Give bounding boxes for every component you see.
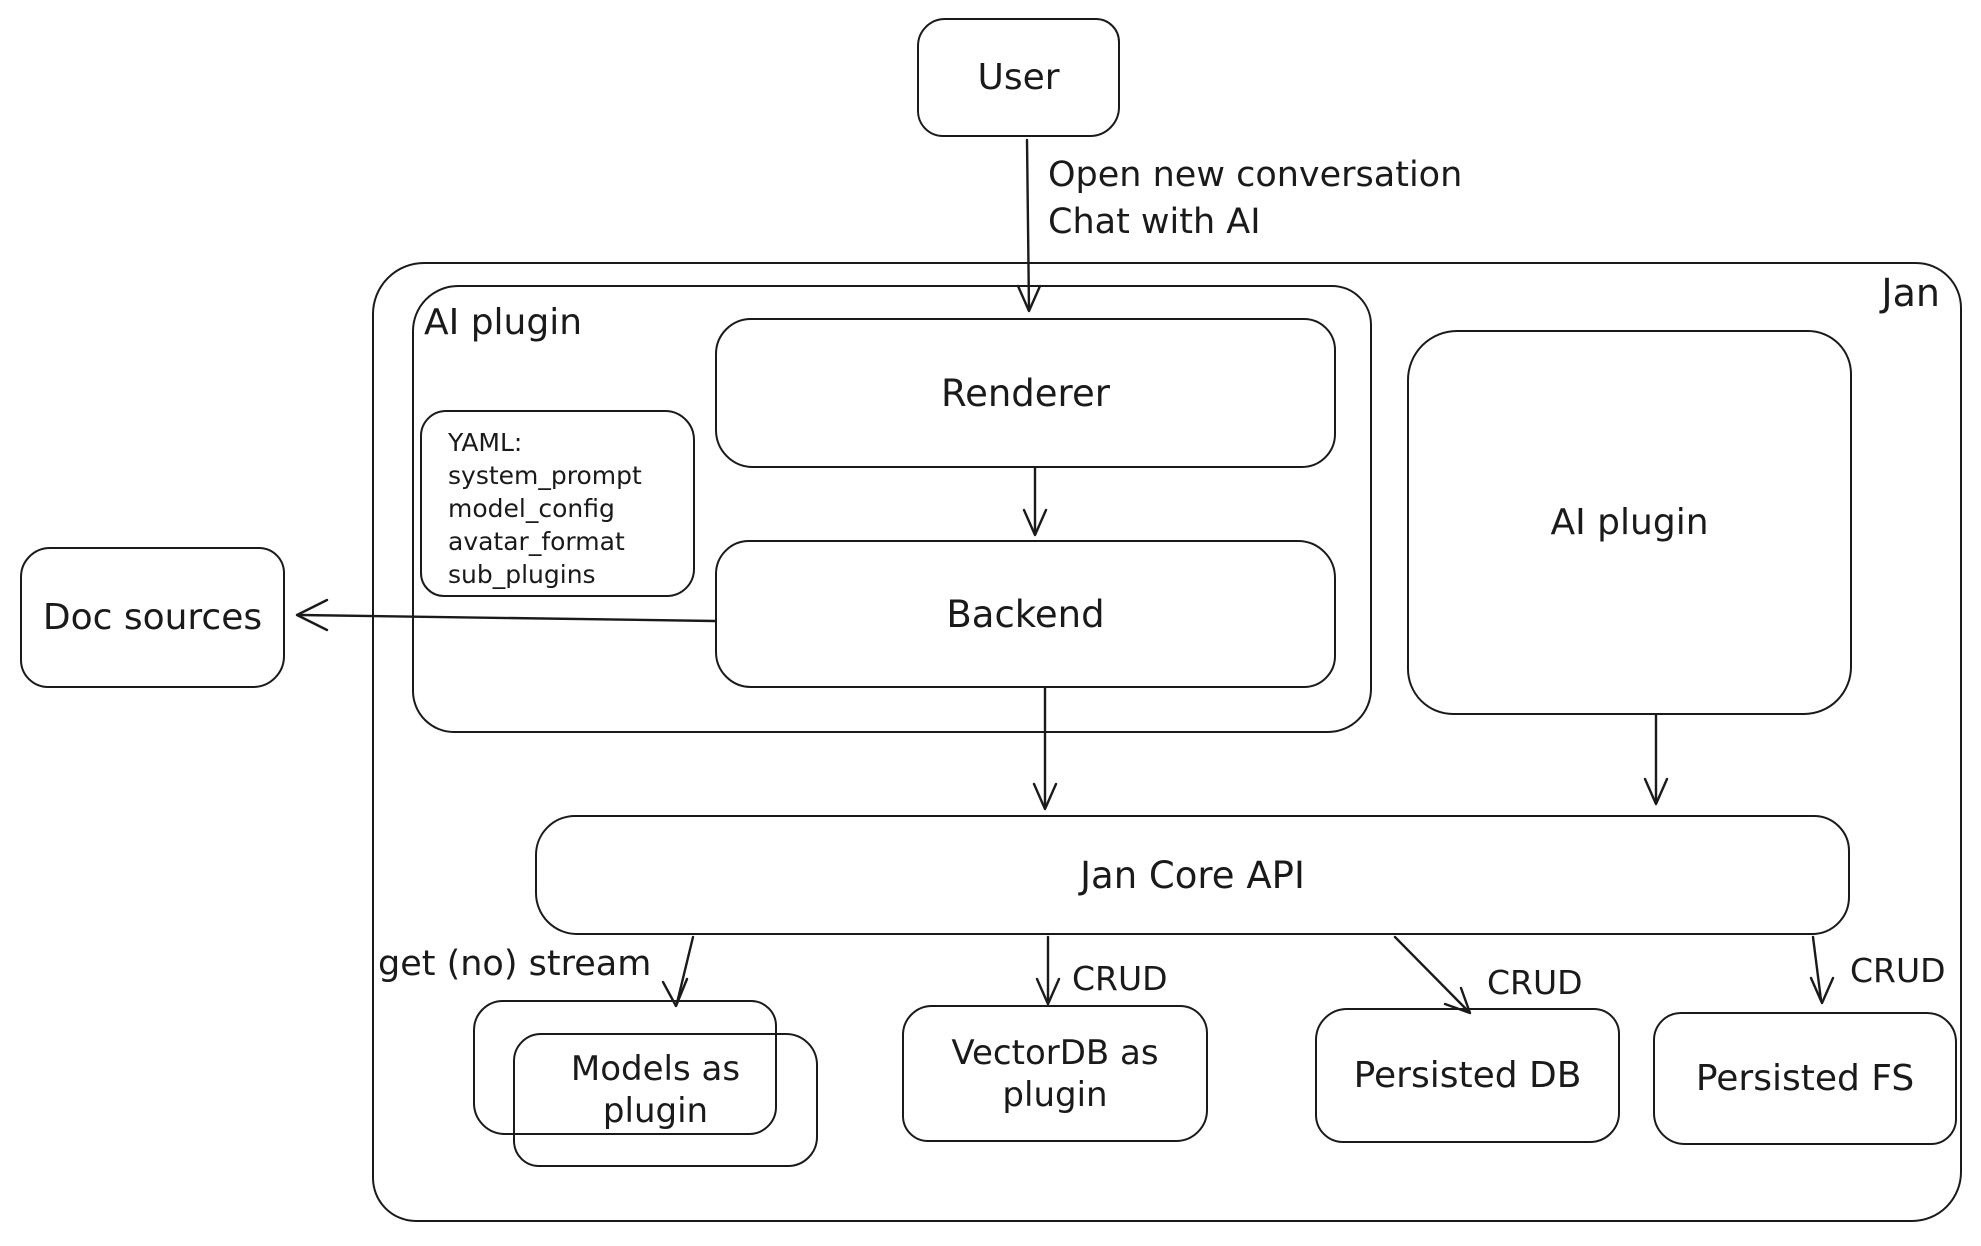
node-user: User — [917, 18, 1120, 137]
jan-container-label: Jan — [1881, 271, 1940, 315]
node-jan-core-api: Jan Core API — [535, 815, 1850, 935]
jan-container — [372, 262, 1962, 1222]
yaml-note: YAML: system_prompt model_config avatar_… — [420, 410, 695, 597]
edge-label-open-conversation: Open new conversation Chat with AI — [1048, 155, 1463, 242]
node-renderer: Renderer — [715, 318, 1336, 468]
yaml-note-line: avatar_format — [448, 527, 625, 556]
node-persisted-db: Persisted DB — [1315, 1008, 1620, 1143]
node-models-label: Models as plugin — [570, 1049, 741, 1131]
node-backend-label: Backend — [946, 592, 1105, 636]
yaml-note-line: model_config — [448, 494, 615, 523]
node-vectordb-label: VectorDB as plugin — [951, 1032, 1159, 1115]
node-persisted-db-label: Persisted DB — [1353, 1055, 1582, 1096]
yaml-note-line: system_prompt — [448, 461, 642, 490]
node-vectordb: VectorDB as plugin — [902, 1005, 1208, 1142]
yaml-note-line: YAML: — [448, 428, 523, 457]
node-renderer-label: Renderer — [941, 371, 1110, 415]
node-models-back-box — [473, 1000, 777, 1135]
node-ai-plugin: AI plugin — [1407, 330, 1852, 715]
edge-label-crud-persisted-fs: CRUD — [1850, 951, 1946, 990]
node-persisted-fs-label: Persisted FS — [1695, 1058, 1915, 1099]
node-jan-core-api-label: Jan Core API — [1080, 853, 1305, 897]
edge-label-crud-persisted-db: CRUD — [1487, 963, 1583, 1002]
node-doc-sources: Doc sources — [20, 547, 285, 688]
node-user-label: User — [977, 57, 1060, 98]
ai-plugin-container-label: AI plugin — [424, 302, 583, 343]
yaml-note-line: sub_plugins — [448, 560, 596, 589]
node-backend: Backend — [715, 540, 1336, 688]
edge-label-get-no-stream: get (no) stream — [378, 944, 652, 984]
node-persisted-fs: Persisted FS — [1653, 1012, 1957, 1145]
node-doc-sources-label: Doc sources — [42, 597, 263, 638]
ai-plugin-container — [412, 285, 1372, 733]
node-models-front-box — [513, 1033, 818, 1167]
edge-label-crud-vectordb: CRUD — [1072, 959, 1168, 998]
node-ai-plugin-label: AI plugin — [1550, 502, 1709, 543]
